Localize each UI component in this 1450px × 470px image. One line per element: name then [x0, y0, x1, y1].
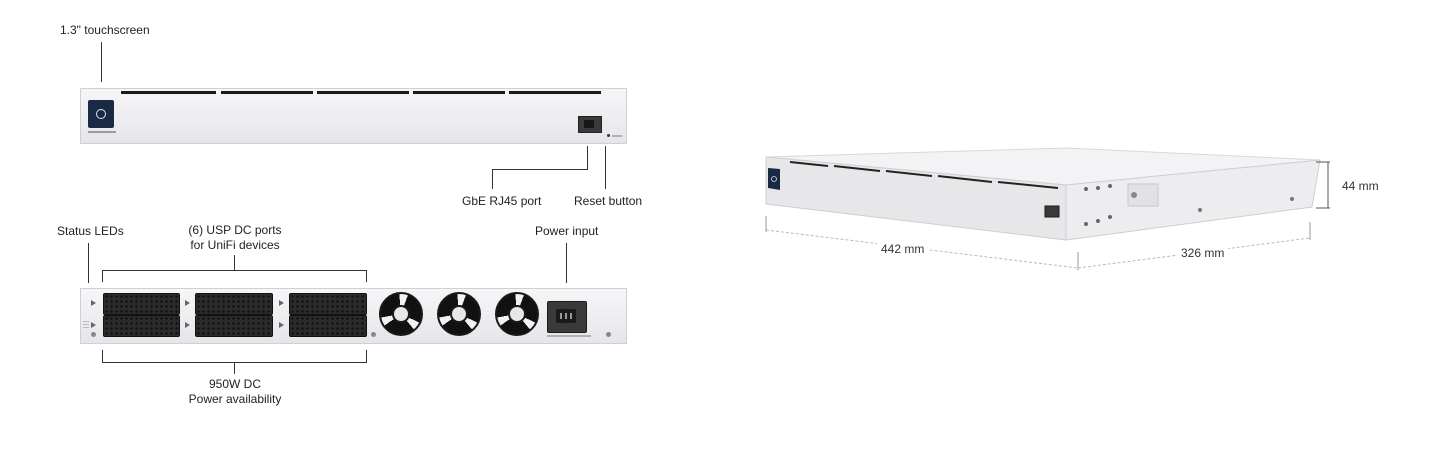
- usp-ports-label-line1: (6) USP DC ports: [188, 223, 282, 237]
- side-screw-icon: [1096, 186, 1100, 190]
- port-arrow-icon: [279, 300, 284, 306]
- status-leds-label: Status LEDs: [57, 224, 124, 238]
- rj45-label: GbE RJ45 port: [462, 194, 542, 208]
- reset-button-icon: [607, 134, 610, 137]
- touchscreen-callout-line: [101, 42, 102, 82]
- touchscreen: [88, 100, 114, 128]
- usp-port-block: [195, 293, 273, 315]
- reset-label: Reset button: [574, 194, 643, 208]
- fan-icon: [495, 292, 539, 336]
- logo-icon: [1131, 192, 1137, 198]
- usp-ports-label-line2: for UniFi devices: [190, 238, 280, 252]
- usp-ports-label: (6) USP DC ports for UniFi devices: [170, 223, 300, 253]
- usp-port-block: [289, 315, 367, 337]
- power-bracket-l: [102, 350, 103, 362]
- fan-icon: [379, 292, 423, 336]
- usp-ports-callout-v: [234, 255, 235, 270]
- usp-ports-bracket-h: [102, 270, 367, 271]
- screw-icon: [371, 332, 376, 337]
- usp-ports-bracket-l: [102, 270, 103, 282]
- usp-port-block: [103, 315, 180, 337]
- power-callout-v: [234, 362, 235, 374]
- touchscreen-ring-icon: [96, 109, 106, 119]
- power-bracket-r: [366, 350, 367, 362]
- side-screw-icon: [1290, 197, 1294, 201]
- front-vent: [317, 91, 409, 94]
- power-input-label: Power input: [535, 224, 599, 238]
- usp-port-block: [289, 293, 367, 315]
- front-vent: [413, 91, 505, 94]
- rj45-callout-h: [492, 169, 588, 170]
- power-label-line2: Power availability: [188, 392, 282, 406]
- rear-panel: [80, 288, 627, 344]
- touchscreen-label: 1.3" touchscreen: [60, 23, 150, 37]
- touchscreen-caption: [88, 131, 116, 133]
- side-label-plate: [1127, 183, 1159, 207]
- power-inlet-icon: [547, 301, 587, 333]
- device-side-face: [1065, 159, 1321, 241]
- usp-port-block: [195, 315, 273, 337]
- screw-icon: [606, 332, 611, 337]
- port-arrow-icon: [185, 322, 190, 328]
- status-led-icon: [91, 322, 96, 328]
- front-vent-slit: [833, 165, 881, 172]
- status-led-icon: [91, 300, 96, 306]
- front-vent-slit: [937, 175, 993, 183]
- front-vent: [121, 91, 216, 94]
- power-caption: [547, 335, 591, 337]
- touchscreen-3d: [768, 168, 780, 190]
- side-screw-icon: [1198, 208, 1202, 212]
- reset-callout-line: [605, 146, 606, 189]
- depth-dimension-label: 326 mm: [1177, 246, 1229, 260]
- status-leds-callout-line: [88, 243, 89, 283]
- rj45-3d-icon: [1044, 205, 1060, 218]
- reset-caption: [612, 135, 622, 137]
- usp-port-block: [103, 293, 180, 315]
- screw-icon: [91, 332, 96, 337]
- power-availability-label: 950W DC Power availability: [160, 377, 310, 407]
- rj45-callout-v2: [492, 169, 493, 189]
- side-screw-icon: [1108, 184, 1112, 188]
- led-caption: [83, 321, 89, 329]
- side-screw-icon: [1108, 215, 1112, 219]
- front-vent-slit: [997, 181, 1059, 189]
- side-screw-icon: [1096, 219, 1100, 223]
- power-label-line1: 950W DC: [208, 377, 261, 391]
- height-dimension-label: 44 mm: [1338, 179, 1383, 193]
- width-dimension-label: 442 mm: [877, 242, 929, 256]
- rj45-callout-v1: [587, 146, 588, 169]
- front-panel: [80, 88, 627, 144]
- power-input-callout-line: [566, 243, 567, 283]
- front-vent: [509, 91, 601, 94]
- touchscreen-3d-ring-icon: [771, 176, 777, 182]
- front-vent: [221, 91, 313, 94]
- front-vent-slit: [789, 161, 829, 167]
- usp-ports-bracket-r: [366, 270, 367, 282]
- side-screw-icon: [1084, 222, 1088, 226]
- port-arrow-icon: [185, 300, 190, 306]
- port-arrow-icon: [279, 322, 284, 328]
- rj45-port-icon: [578, 116, 602, 133]
- fan-icon: [437, 292, 481, 336]
- side-screw-icon: [1084, 187, 1088, 191]
- front-vent-slit: [885, 170, 933, 177]
